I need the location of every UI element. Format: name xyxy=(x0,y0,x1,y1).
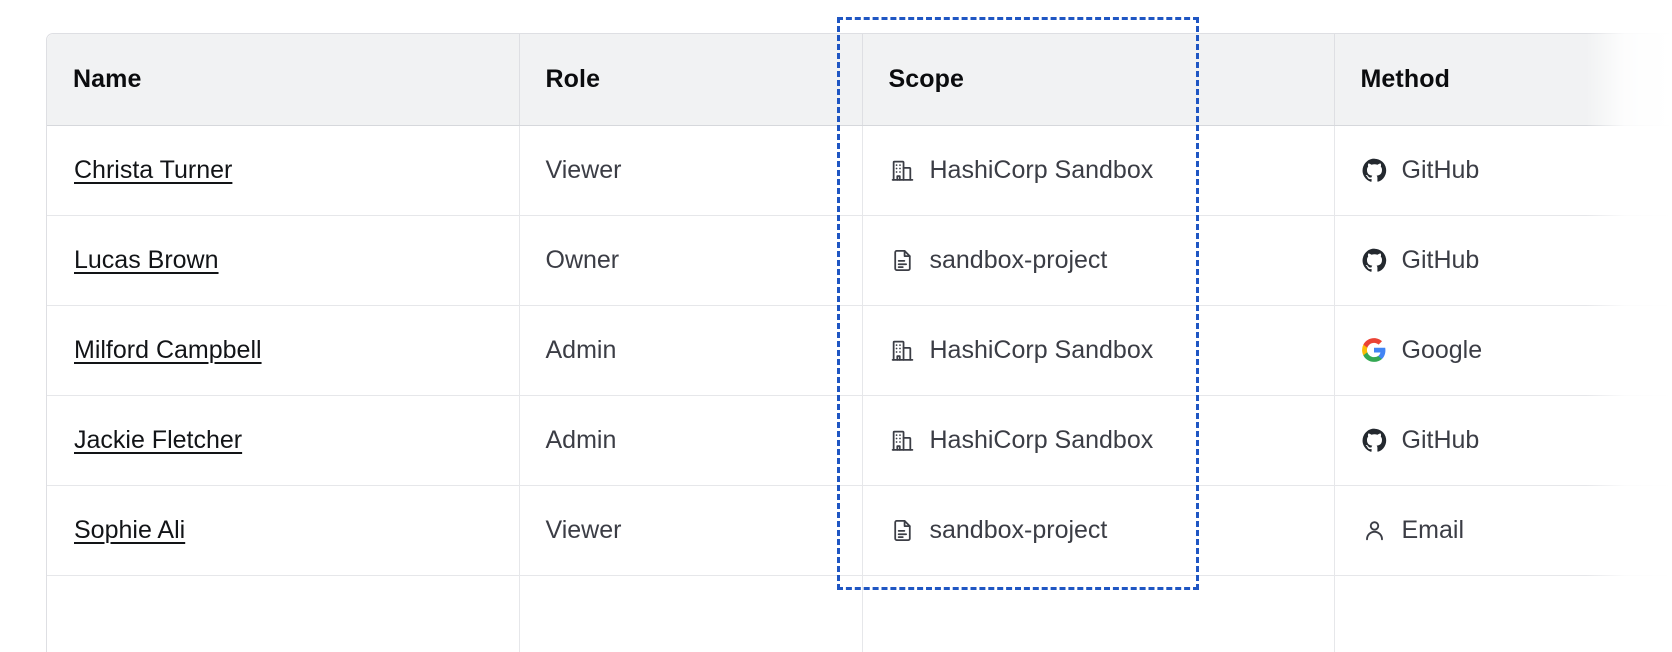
table-header: Name Role Scope Method xyxy=(47,34,1672,126)
project-document-icon xyxy=(889,517,916,544)
cell-method: Email xyxy=(1334,485,1672,576)
method-label: Google xyxy=(1401,335,1483,364)
table-row: Milford Campbell Admin xyxy=(47,305,1672,396)
cell-scope xyxy=(862,575,1335,652)
organization-building-icon xyxy=(889,157,916,184)
cell-scope: HashiCorp Sandbox xyxy=(862,125,1335,216)
cell-method: GitHub xyxy=(1334,125,1672,216)
scope-label: sandbox-project xyxy=(929,245,1108,274)
cell-scope: HashiCorp Sandbox xyxy=(862,305,1335,396)
cell-name: Jackie Fletcher xyxy=(47,395,520,486)
cell-name: Milford Campbell xyxy=(47,305,520,396)
scope-label: HashiCorp Sandbox xyxy=(929,425,1154,454)
member-name-link[interactable]: Milford Campbell xyxy=(74,335,262,364)
user-person-icon xyxy=(1361,517,1388,544)
cell-scope: sandbox-project xyxy=(862,485,1335,576)
method-label: GitHub xyxy=(1401,245,1480,274)
cell-name: Lucas Brown xyxy=(47,215,520,306)
method-label: GitHub xyxy=(1401,155,1480,184)
member-name-link[interactable]: Sophie Ali xyxy=(74,515,186,544)
cell-role xyxy=(519,575,863,652)
cell-name: Sophie Ali xyxy=(47,485,520,576)
table-row: Christa Turner Viewer xyxy=(47,125,1672,216)
cell-name: Christa Turner xyxy=(47,125,520,216)
table-row: Sophie Ali Viewer sa xyxy=(47,485,1672,576)
members-table: Name Role Scope Method Christa Turner Vi… xyxy=(47,34,1672,652)
cell-method: GitHub xyxy=(1334,215,1672,306)
cell-scope: sandbox-project xyxy=(862,215,1335,306)
cell-role: Admin xyxy=(519,305,863,396)
member-name-link[interactable]: Christa Turner xyxy=(74,155,233,184)
cell-role: Viewer xyxy=(519,485,863,576)
member-name-link[interactable]: Jackie Fletcher xyxy=(74,425,243,454)
google-icon xyxy=(1361,337,1388,364)
column-header-role[interactable]: Role xyxy=(519,34,863,126)
table-body: Christa Turner Viewer xyxy=(47,125,1672,652)
github-icon xyxy=(1361,427,1388,454)
table-header-row: Name Role Scope Method xyxy=(47,34,1672,126)
table-row: Jackie Fletcher Admin xyxy=(47,395,1672,486)
table-row: Lucas Brown Owner sa xyxy=(47,215,1672,306)
scope-label: sandbox-project xyxy=(929,515,1108,544)
project-document-icon xyxy=(889,247,916,274)
cell-method: GitHub xyxy=(1334,395,1672,486)
method-label: GitHub xyxy=(1401,425,1480,454)
organization-building-icon xyxy=(889,337,916,364)
cell-method xyxy=(1334,575,1672,652)
cell-role: Owner xyxy=(519,215,863,306)
github-icon xyxy=(1361,247,1388,274)
organization-building-icon xyxy=(889,427,916,454)
scope-label: HashiCorp Sandbox xyxy=(929,155,1154,184)
members-table-container: Name Role Scope Method Christa Turner Vi… xyxy=(46,33,1672,652)
column-header-name[interactable]: Name xyxy=(47,34,520,126)
cell-scope: HashiCorp Sandbox xyxy=(862,395,1335,486)
member-name-link[interactable]: Lucas Brown xyxy=(74,245,219,274)
scope-label: HashiCorp Sandbox xyxy=(929,335,1154,364)
method-label: Email xyxy=(1401,515,1465,544)
cell-role: Admin xyxy=(519,395,863,486)
github-icon xyxy=(1361,157,1388,184)
table-row xyxy=(47,575,1672,652)
column-header-method[interactable]: Method xyxy=(1334,34,1672,126)
column-header-scope[interactable]: Scope xyxy=(862,34,1335,126)
cell-method: Google xyxy=(1334,305,1672,396)
cell-name xyxy=(47,575,520,652)
cell-role: Viewer xyxy=(519,125,863,216)
